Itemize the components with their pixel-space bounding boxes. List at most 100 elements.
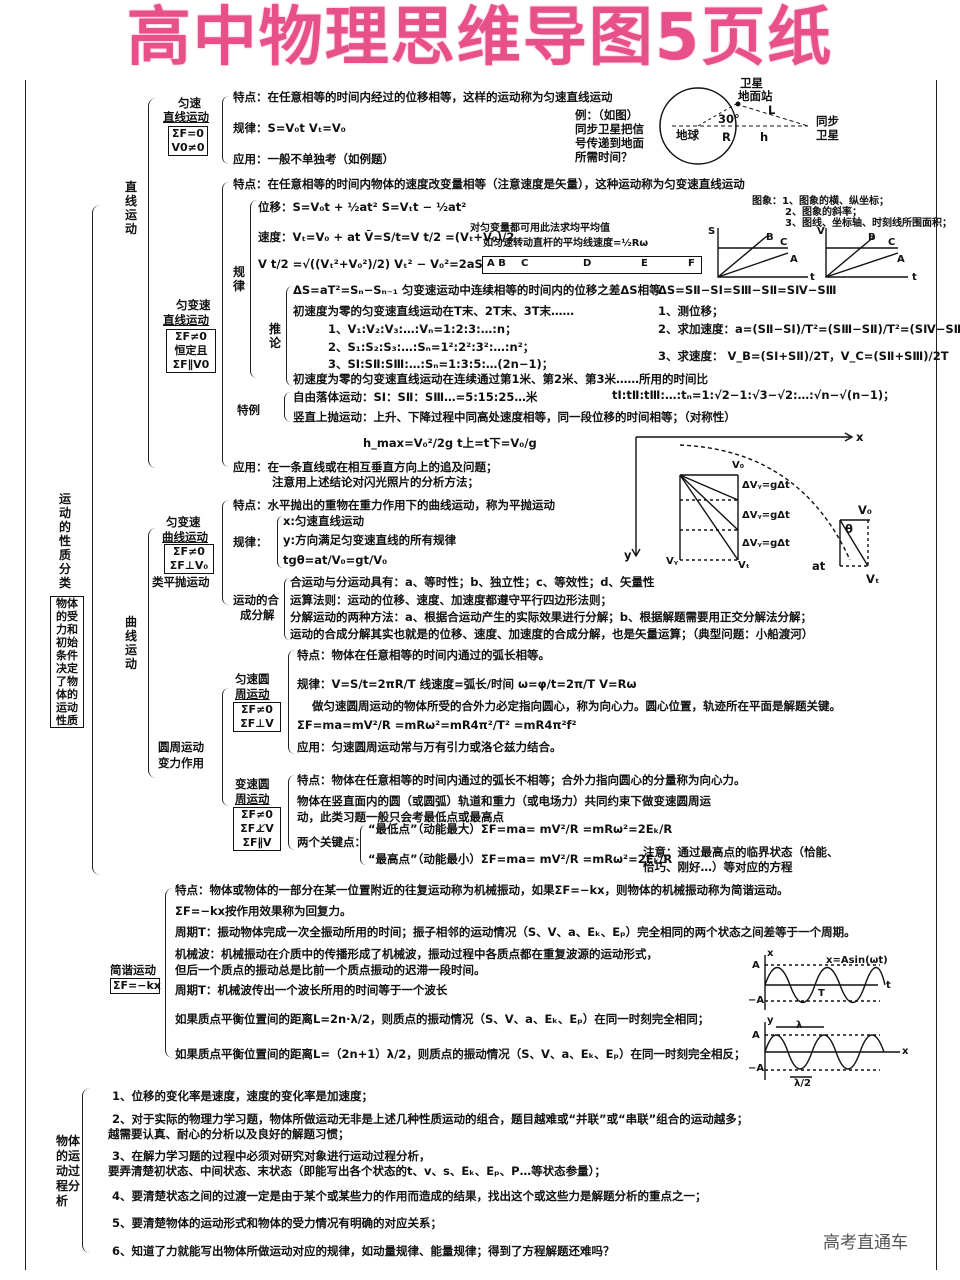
circle-label: 圆周运动 [158,740,204,754]
projectile-diagram [631,432,870,567]
compose-line: 运算法则：运动的位移、速度、加速度都遵守平行四边形法则； [290,593,612,607]
avg-note: 如匀速转动直杆的平均线速度=½Rω [483,238,649,249]
projectile-label: 曲线运动 [162,530,208,544]
example-text: 同步卫星把信 [575,122,644,136]
wave-label: A [752,960,760,971]
circle-cond: ΣF≠0 [241,703,273,716]
graph-line-label: A [897,254,905,265]
wave-label: −A [748,1063,765,1074]
vector-label: V₀ [858,503,872,517]
uniform-label: 直线运动 [163,110,209,124]
shm-line: 机械波：机械振动在介质中的传播形成了机械波，振动过程中各质点都在重复波源的运动形… [175,947,658,961]
uniform-label: 匀速 [178,96,201,110]
analysis-item: 2、对于实际的物理力学习题，物体所做运动无非是上述几种性质运动的组合，题目越难或… [112,1112,749,1126]
graph-note: 3、图线、坐标轴、时刻线所围面积； [785,218,952,229]
timeratio-line: tⅠ:tⅡ:tⅢ:…:tₙ=1:√2−1:√3−√2:…:√n−√(n−1)； [612,388,895,402]
circle-cond: ΣF⊥V [240,717,274,730]
vector-label: at [812,559,826,573]
vector-label: Vₜ [738,560,750,571]
root-box: 物体的受力和初始条件决定了物体的运动性质 [50,596,84,728]
circle-uniform-law: 规律：V=S/t=2πR/T 线速度=弧长/时间 ω=φ/t=2π/T V=Rω [297,677,637,691]
hmax-formula: h_max=V₀²/2g t上=t下=V₀/g [363,436,537,450]
circle-variable-label: 周运动 [235,792,270,806]
graph-axis-label: t [912,272,917,283]
accel-label: 匀变速 [176,298,211,312]
circle-label: 变力作用 [158,756,204,770]
shm-line: ΣF=−kx按作用效果称为回复力。 [175,904,352,918]
accel-label: 直线运动 [163,313,209,327]
analysis-item: 6、知道了力就能写出物体所做运动对应的规律，如动量规律、能量规律；得到了方程解题… [112,1244,615,1258]
analysis-item: 5、要清楚物体的运动形式和物体的受力情况有明确的对应关系； [112,1216,442,1230]
brace [288,775,295,850]
circle-uniform-label: 周运动 [235,687,270,701]
tape-point: A B [487,258,506,269]
diagram-label: 地球 [676,128,699,142]
circle-variable-label: 变速圆 [235,777,270,791]
vector-label: ΔVᵧ=gΔt [742,538,790,549]
analysis-item: 3、在解力学习题的过程中必须对研究对象进行运动过程分析， [112,1149,431,1163]
shm-label: 简谐运动 [110,963,156,977]
wave-label: T [818,988,825,999]
accel-velocity: 速度：Vₜ=V₀ + at V̄=S/t=V t/2 =(Vₜ+V₀)/2 [258,230,515,244]
circle-cond: ΣF⊥̸V [240,822,274,835]
wave-label: x [767,948,774,959]
compose-label: 成分解 [240,608,275,622]
brace [277,516,283,568]
method-line: 1、测位移； [658,304,724,318]
brace [165,888,173,1058]
uniform-app: 应用：一般不单独考（如例题） [233,152,394,166]
tape-strip: A B C D E F [482,256,702,274]
projectile-label: 匀变速 [166,515,201,529]
analysis-item: 4、要清楚状态之间的过渡一定是由于某个或某些力的作用而造成的结果，找出这个或这些… [112,1189,707,1203]
shm-line: 特点：物体或物体的一部分在某一位置附近的往复运动称为机械振动，如果ΣF=−kx，… [175,883,789,897]
wave-label: x [902,1046,909,1057]
shm-cond: ΣF=−kx [110,978,161,994]
brace [222,182,229,467]
graph-note: 2、图象的斜率； [785,207,862,218]
diagram-label: R [722,130,731,144]
diagram-label: 地面站 [738,89,773,103]
circle-uniform-note: 做匀速圆周运动的物体所受的合外力必定指向圆心，称为向心力。圆心位置，轨迹所在平面… [312,699,841,713]
linear-label: 直线运动 [124,180,137,236]
brace [284,578,290,640]
curve-label: 曲线运动 [124,615,137,671]
circle-variable-desc: 动，此类习题一般只会考最低点或最高点 [297,810,504,824]
page-title: 高中物理思维导图5页纸 [126,1,834,75]
accel-app: 注意用上述结论对闪光照片的分析方法； [272,475,479,489]
example-text: 例：（如图） [575,108,639,122]
analysis-item: 要弄清楚初状态、中间状态、末状态（即能写出各个状态的t、v、s、Eₖ、Eₚ、P…… [108,1164,606,1178]
wave-label: A [752,1030,760,1041]
graph-line-label: C [888,237,896,248]
graph-line-label: B [766,232,774,243]
circle-cond: ΣF∦V [242,836,272,849]
inference-line: 初速度为零的匀变速直线运动在连续通过第1米、第2米、第3米……所用的时间比 [293,372,709,386]
inference-ratio: 2、S₁:S₂:S₃:…:Sₙ=1²:2²:3²:…:n²； [328,340,535,354]
angle-label: θ [845,522,853,536]
brace [286,286,293,386]
shm-line: 如果质点平衡位置间的距离L=2n·λ/2，则质点的振动情况（S、V、a、Eₖ、E… [175,1012,710,1026]
compose-label: 运动的合 [233,593,279,607]
brace [222,96,229,164]
diagram-label: h [760,130,769,144]
wave-label: t [886,980,891,991]
uniform-cond: ΣF=0 [172,127,204,140]
graph-axis-label: t [810,272,815,283]
brace [222,500,229,605]
brace [250,200,257,378]
analysis-label-line: 的运 [56,1149,81,1163]
root-label: 运动的性质分类 [58,492,71,590]
projectile-label: 类平抛运动 [152,575,210,589]
graph-axis-label: V [817,226,825,237]
example-text: 所需时间？ [575,150,633,164]
analysis-label-line: 动过 [56,1164,81,1178]
uniform-law: 规律：S=V₀t Vₜ=V₀ [233,121,346,135]
brace [288,650,295,754]
graph-line-label: B [868,232,876,243]
circle-uniform-label: 匀速圆 [235,672,270,686]
shm-line: 周期T：机械波传出一个波长所用的时间等于一个波长 [175,983,448,997]
circle-uniform-app: 应用：匀速圆周运动常与万有引力或洛仑兹力结合。 [297,740,562,754]
brace-linear [148,98,157,468]
wave-label: y [767,1015,774,1026]
circle-variable-feature: 特点：物体在任意相等的时间内通过的弧长不相等；合外力指向圆心的分量称为向心力。 [297,773,746,787]
infer-label: 推论 [268,322,281,350]
